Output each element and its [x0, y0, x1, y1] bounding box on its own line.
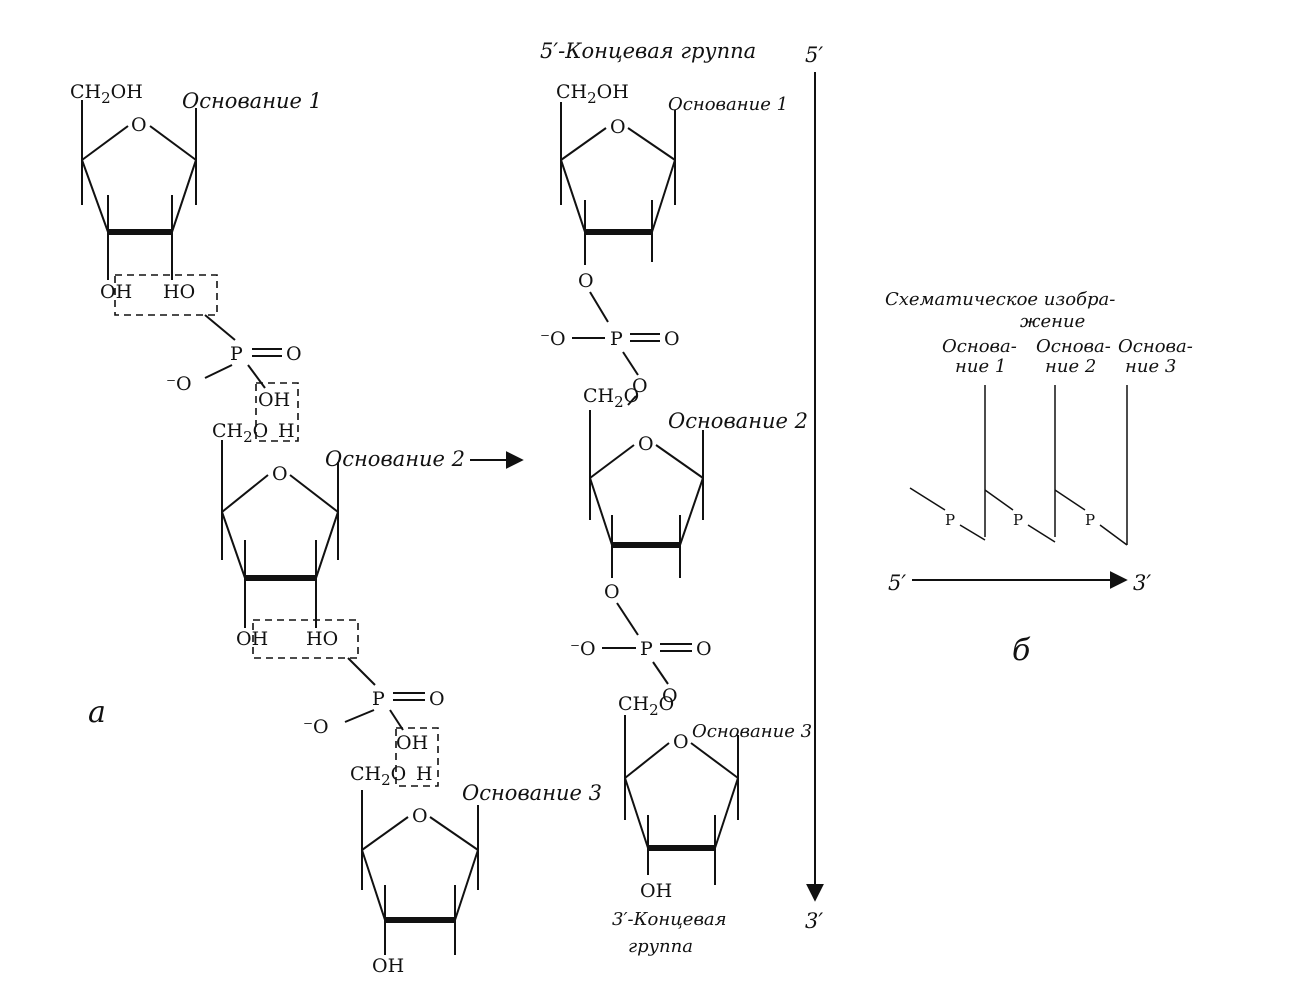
panel-b: Схематическое изобра- жение Основа- ние …: [885, 289, 1193, 668]
condensation-box-1: [114, 274, 218, 316]
schematic-base1-line1: Основа-: [942, 336, 1017, 357]
chain-sugar-3: O Основание 3 OH 3′-Концевая группа: [612, 715, 812, 957]
condensation-box-2: [255, 382, 299, 442]
schematic-base3-line2: ние 3: [1125, 356, 1176, 377]
ch2o-label-3: CH2O: [350, 763, 406, 789]
chain-ester-oxygen-1: O: [632, 375, 648, 397]
ring-oxygen-1: O: [131, 114, 147, 136]
schematic-phosphate-2: P: [1013, 511, 1023, 529]
schematic-phosphate-3: P: [1085, 511, 1095, 529]
chain-ring-oxygen-3: O: [673, 731, 689, 753]
base-label-3: Основание 3: [462, 781, 602, 805]
h-label-3: H: [416, 763, 433, 785]
boxed-oh-1: OH: [258, 389, 290, 411]
panel-a-label: а: [88, 695, 106, 730]
chain-minus-oxygen-1: ⁻O: [540, 328, 566, 350]
boxed-oh-2: OH: [396, 732, 428, 754]
chain-terminal-oh: OH: [640, 880, 672, 902]
chain-bridge-oxygen-2: O: [604, 581, 620, 603]
chain-bridge-oxygen-1: O: [578, 270, 594, 292]
sugar-1: CH2OH O Основание 1 OH HO: [70, 81, 322, 316]
chain-minus-oxygen-2: ⁻O: [570, 638, 596, 660]
schematic-base2-line2: ние 2: [1045, 356, 1096, 377]
chain-ring-oxygen-2: O: [638, 433, 654, 455]
double-bond-oxygen-1: O: [286, 343, 302, 365]
phosphorus-label-1: P: [230, 343, 243, 365]
double-bond-oxygen-2: O: [429, 688, 445, 710]
schematic-base1-line2: ние 1: [955, 356, 1006, 377]
schematic-phosphate-1: P: [945, 511, 955, 529]
chain-sugar-1: CH2OH O Основание 1 O: [556, 81, 788, 292]
three-prime-end-label-line2: группа: [628, 936, 693, 957]
schematic-base3-line1: Основа-: [1118, 336, 1193, 357]
panel-middle: 5′-Концевая группа 5′ 3′ CH2OH O Основан…: [540, 39, 824, 957]
ho-label-2: HO: [306, 628, 338, 650]
sugar-3: O Основание 3 OH: [361, 781, 602, 977]
schematic-three-prime: 3′: [1133, 571, 1151, 595]
chain-base-label-3: Основание 3: [692, 721, 812, 742]
chain-phosphorus-1: P: [610, 328, 623, 350]
minus-oxygen-2: ⁻O: [303, 716, 329, 738]
ring-oxygen-2: O: [272, 463, 288, 485]
base-label-1: Основание 1: [182, 89, 322, 113]
three-prime-end-label-line1: 3′-Концевая: [612, 909, 727, 930]
sugar-2: O Основание 2 OH HO: [221, 440, 524, 659]
base-label-2: Основание 2: [325, 447, 465, 471]
ch2o-label-2: CH2O: [212, 420, 268, 446]
chain-ring-oxygen-1: O: [610, 116, 626, 138]
panel-b-label: б: [1012, 633, 1031, 668]
minus-oxygen-1: ⁻O: [166, 373, 192, 395]
oh-label-1: OH: [100, 281, 132, 303]
phosphate-1: P O ⁻O OH CH2O H: [166, 314, 302, 446]
phosphorus-label-2: P: [372, 688, 385, 710]
chain-ester-oxygen-2: O: [662, 685, 678, 707]
condensation-box-3: [252, 619, 359, 659]
chain-ch2o-label-3: CH2O: [618, 693, 674, 719]
schematic-base2-line1: Основа-: [1036, 336, 1111, 357]
ring-oxygen-3: O: [412, 805, 428, 827]
chain-ch2o-label-2: CH2O: [583, 385, 639, 411]
chain-sugar-2: O Основание 2 O: [589, 409, 808, 603]
ch2oh-label-1: CH2OH: [70, 81, 143, 107]
schematic-title-line1: Схематическое изобра-: [885, 289, 1115, 310]
panel-a: CH2OH O Основание 1 OH HO P O ⁻O: [70, 81, 602, 977]
chain-double-oxygen-1: O: [664, 328, 680, 350]
ho-label-1: HO: [163, 281, 195, 303]
chain-phosphate-1: ⁻O P O O CH2O: [540, 291, 680, 411]
oh-label-3: OH: [372, 955, 404, 977]
chain-base-label-2: Основание 2: [668, 409, 808, 433]
chain-phosphorus-2: P: [640, 638, 653, 660]
five-prime-label: 5′: [805, 43, 823, 67]
schematic-five-prime: 5′: [888, 571, 906, 595]
five-prime-end-label: 5′-Концевая группа: [540, 39, 756, 63]
h-label-2: H: [278, 420, 295, 442]
oh-label-2: OH: [236, 628, 268, 650]
three-prime-label: 3′: [805, 909, 823, 933]
chain-base-label-1: Основание 1: [668, 94, 788, 115]
condensation-box-4: [395, 727, 439, 787]
chain-ch2oh-label: CH2OH: [556, 81, 629, 107]
chain-double-oxygen-2: O: [696, 638, 712, 660]
schematic-title-line2: жение: [1020, 311, 1085, 332]
chain-phosphate-2: ⁻O P O O CH2O: [570, 602, 712, 719]
phosphate-2: P O ⁻O OH CH2O H: [303, 657, 445, 789]
